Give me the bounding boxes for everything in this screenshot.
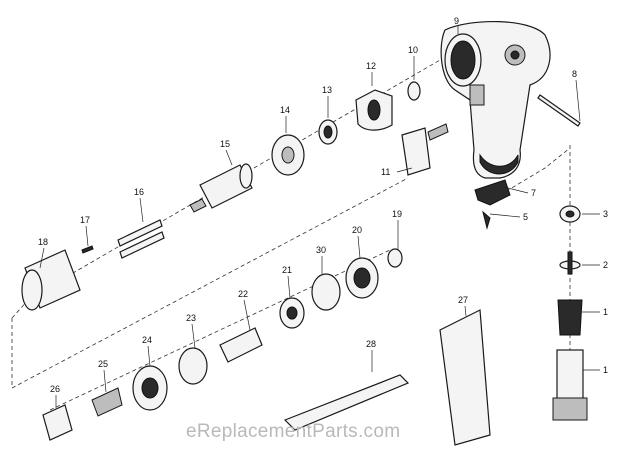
part-2-spring: [557, 299, 583, 336]
callout-29: 28: [366, 339, 376, 349]
callout-9: 8: [572, 69, 577, 79]
part-20-washer: [387, 248, 403, 268]
watermark: eReplacementParts.com: [186, 421, 400, 442]
callout-14: 13: [322, 85, 332, 95]
callout-24: 23: [186, 313, 196, 323]
callout-16: 15: [220, 139, 230, 149]
callout-1: 1: [603, 365, 608, 375]
part-28-guard: [439, 309, 491, 446]
callout-18: 17: [80, 215, 90, 225]
part-19-cylinder: [21, 249, 81, 311]
callout-25: 24: [142, 335, 152, 345]
callout-30: 30: [316, 245, 326, 255]
callout-8: 7: [531, 188, 536, 198]
part-30-o-ring: [311, 273, 341, 311]
part-8-latch: [474, 179, 511, 206]
callout-5: 3: [603, 209, 608, 219]
part-29-wrench: [283, 374, 410, 431]
callout-21: 20: [352, 225, 362, 235]
callout-17: 16: [134, 187, 144, 197]
assembly-line-mid: [11, 177, 409, 389]
part-7-screw: [482, 210, 491, 230]
callout-7: 5: [523, 212, 528, 222]
part-18-pin: [81, 245, 94, 254]
assembly-line-trigger: [499, 147, 571, 196]
callout-15: 14: [280, 105, 290, 115]
callout-3: 2: [603, 260, 608, 270]
part-26-collet: [91, 387, 123, 417]
callout-11: 10: [408, 45, 418, 55]
callout-2: 1: [603, 307, 608, 317]
part-16-rotor: [189, 163, 253, 213]
part-12-trigger: [401, 123, 449, 176]
callout-27: 26: [50, 384, 60, 394]
callout-26: 25: [98, 359, 108, 369]
part-1-inlet: [552, 349, 588, 421]
part-9-pin: [537, 94, 581, 127]
callout-20: 19: [392, 209, 402, 219]
leader-lines: [39, 26, 600, 408]
callout-23: 22: [238, 289, 248, 299]
part-27-nut: [42, 404, 73, 441]
callout-10: 9: [454, 16, 459, 26]
callout-13: 12: [366, 61, 376, 71]
part-11-o-ring: [407, 81, 421, 101]
part-10-housing: [440, 20, 551, 179]
callout-28: 27: [458, 295, 468, 305]
callout-12: 11: [381, 167, 390, 177]
part-24-washer: [178, 347, 208, 385]
part-23-shaft: [219, 327, 263, 363]
part-17-vanes: [117, 219, 165, 259]
callout-19: 18: [38, 237, 48, 247]
part-3-valve: [559, 251, 581, 275]
assembly-line-bottom: [49, 249, 391, 411]
callout-22: 21: [282, 265, 292, 275]
